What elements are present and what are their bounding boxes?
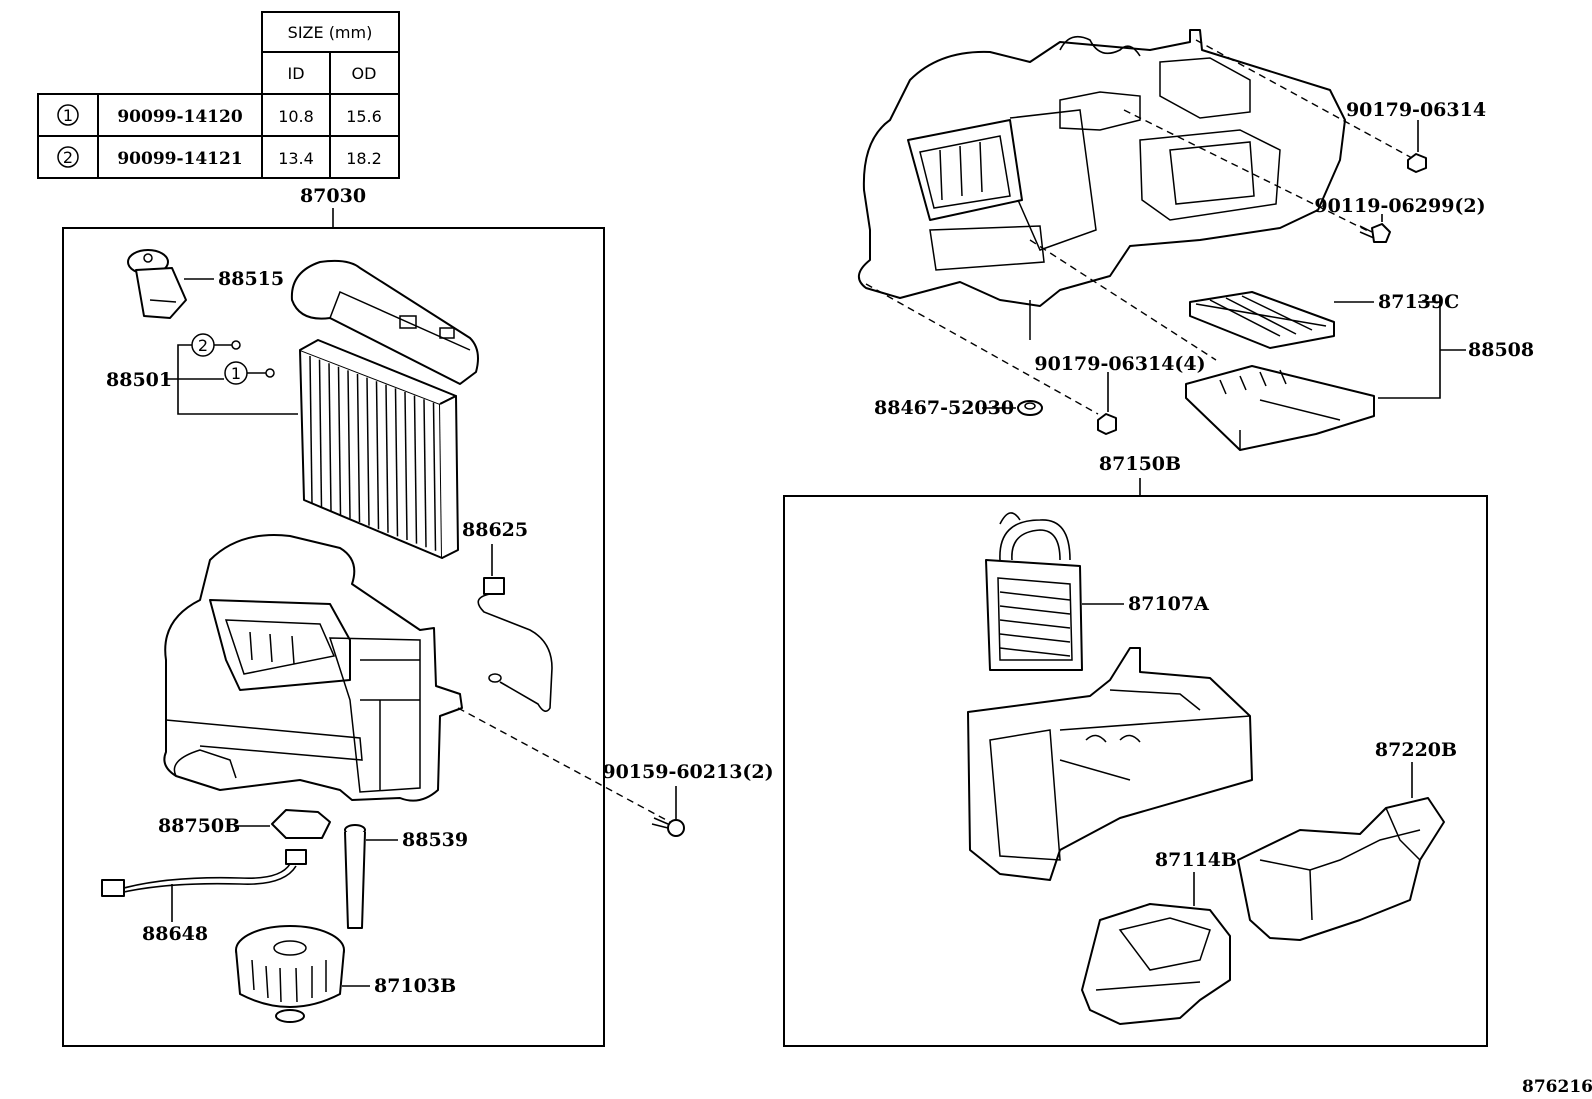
row1-part: 90099-14120 [117, 107, 243, 127]
blower-case-icon [163, 534, 463, 802]
screw-icon [651, 817, 685, 837]
heater-core-87107A-icon [985, 512, 1083, 671]
label-87114B: 87114B [1155, 849, 1237, 871]
duct-87220B-icon [1237, 797, 1445, 941]
duct-87114B-icon [1081, 903, 1231, 1025]
grommet-icon [1017, 400, 1043, 416]
label-87030: 87030 [300, 185, 366, 207]
label-88515: 88515 [218, 268, 284, 290]
resistor-88750B-icon [271, 809, 331, 865]
row2-marker: 2 [63, 148, 73, 167]
evaporator-fin-line [385, 384, 389, 533]
label-87103B: 87103B [374, 975, 456, 997]
evaporator-cover-icon [290, 259, 479, 385]
row1-id: 10.8 [278, 107, 314, 126]
right-assembly: 87150B 87107A 87220 [783, 453, 1488, 1047]
label-88501: 88501 [106, 369, 172, 391]
row2-od: 18.2 [346, 149, 382, 168]
thermistor-88625-icon [477, 577, 553, 712]
evaporator-fin-line [347, 370, 351, 519]
evaporator-fin-line [413, 395, 418, 544]
bolt-icon [1359, 223, 1391, 243]
left-assembly-frame [62, 227, 605, 1047]
id-header: ID [287, 64, 304, 83]
evaporator-fin-line [366, 377, 370, 526]
screw-group: 90159-60213(2) [457, 707, 774, 837]
figure-id: 876216B [1522, 1077, 1592, 1097]
evaporator-fin-line [375, 381, 380, 530]
row1-od: 15.6 [346, 107, 382, 126]
label-88625: 88625 [462, 519, 528, 541]
evaporator-fin-line [423, 399, 427, 548]
row2-part: 90099-14121 [117, 149, 242, 169]
evaporator-fin-line [318, 359, 323, 508]
label-88508: 88508 [1468, 339, 1534, 361]
od-header: OD [352, 64, 377, 83]
right-assembly-frame [783, 495, 1488, 1047]
label-90179-06314: 90179-06314 [1346, 99, 1486, 121]
evaporator-fin-line [404, 391, 408, 541]
hvac-unit-icon [858, 29, 1346, 340]
evaporator-fin-line [394, 388, 399, 537]
evaporator-fin-line [309, 355, 313, 505]
label-88648: 88648 [142, 923, 208, 945]
label-90159-60213: 90159-60213(2) [602, 761, 773, 783]
label-88750B: 88750B [158, 815, 240, 837]
heater-case-icon [967, 647, 1253, 881]
evaporator-fin-line [356, 373, 361, 523]
upper-right-assembly: 90179-06314 90119-06299(2) 87139C 88508 [858, 29, 1534, 451]
size-header: SIZE (mm) [288, 23, 373, 42]
evaporator-fin-line [432, 402, 437, 551]
nut-4-icon [1097, 413, 1117, 435]
label-90179-06314-4: 90179-06314(4) [1034, 353, 1205, 375]
label-87220B: 87220B [1375, 739, 1457, 761]
label-88539: 88539 [402, 829, 468, 851]
marker-2: 2 [198, 336, 208, 355]
blower-motor-87103B-icon [235, 925, 345, 1023]
filter-87139C-icon [1189, 291, 1335, 349]
evaporator-fins [309, 355, 437, 551]
row2-id: 13.4 [278, 149, 314, 168]
evaporator-fin-line [328, 363, 332, 512]
duct-88539-icon [344, 824, 366, 929]
label-88467-52030: 88467-52030 [874, 397, 1014, 419]
row1-marker: 1 [63, 106, 73, 125]
marker-1: 1 [231, 364, 241, 383]
left-assembly: 87030 88515 2 1 [62, 185, 605, 1047]
harness-88648-icon [101, 863, 297, 897]
filter-case-icon [1185, 365, 1375, 451]
label-87107A: 87107A [1128, 593, 1209, 615]
label-90119-06299: 90119-06299(2) [1314, 195, 1485, 217]
sensor-88515-icon [127, 249, 187, 319]
nut-icon [1407, 153, 1427, 173]
label-87150B: 87150B [1099, 453, 1181, 475]
size-table: SIZE (mm) ID OD 1 90099-14120 10.8 15.6 … [37, 11, 400, 179]
evaporator-fin-line [337, 366, 342, 515]
